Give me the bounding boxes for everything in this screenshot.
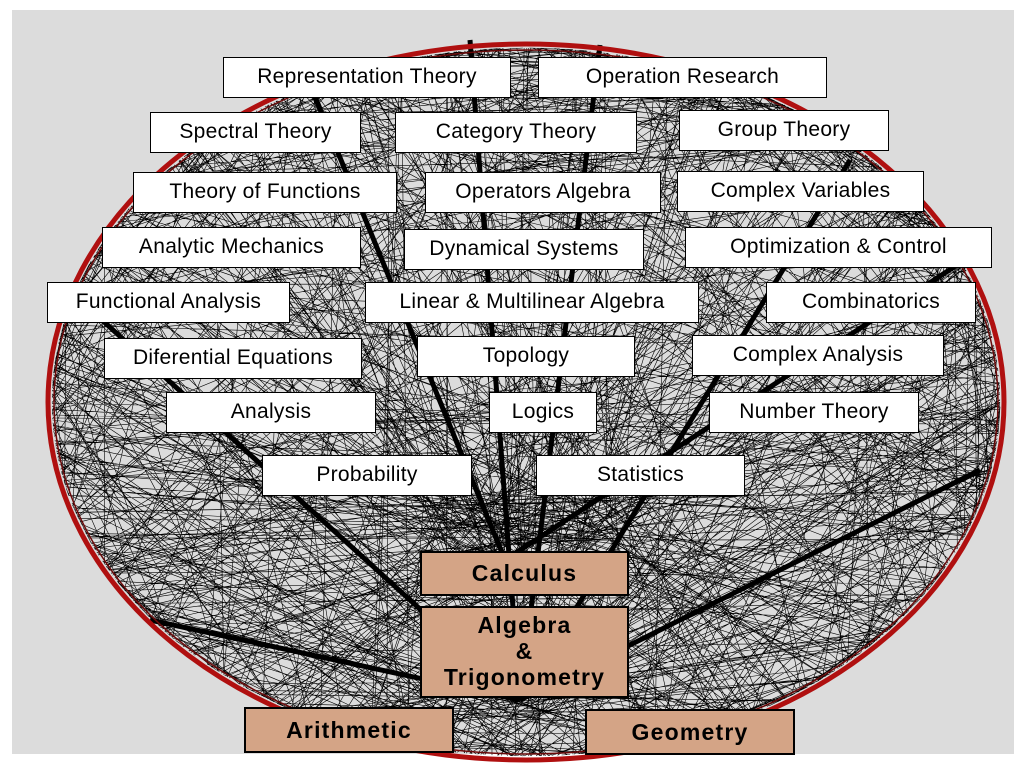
topic-logics: Logics — [489, 392, 597, 433]
topic-analytic-mechanics: Analytic Mechanics — [102, 227, 361, 268]
foundation-arithmetic: Arithmetic — [244, 707, 454, 753]
foundation-calculus: Calculus — [420, 551, 629, 596]
topic-group-theory: Group Theory — [679, 110, 889, 151]
algebra-label-line3: Trigonometry — [443, 663, 606, 690]
topic-functional-analysis: Functional Analysis — [47, 282, 290, 323]
node-ring-inner — [53, 49, 999, 755]
topic-complex-analysis: Complex Analysis — [692, 335, 944, 376]
foundation-geometry: Geometry — [585, 709, 795, 755]
topic-theory-of-functions: Theory of Functions — [133, 172, 397, 213]
topic-operation-research: Operation Research — [538, 57, 827, 98]
topic-probability: Probability — [262, 455, 472, 496]
node-ring — [45, 41, 1007, 763]
algebra-label-line2: & — [515, 638, 534, 665]
topic-number-theory: Number Theory — [709, 392, 919, 433]
topic-spectral-theory: Spectral Theory — [150, 112, 361, 153]
topic-analysis: Analysis — [166, 392, 376, 433]
topic-complex-variables: Complex Variables — [677, 171, 924, 212]
topic-topology: Topology — [417, 336, 635, 377]
topic-differential-equations: Diferential Equations — [104, 338, 362, 379]
topic-optimization-control: Optimization & Control — [685, 227, 992, 268]
foundation-algebra-trigonometry: Algebra & Trigonometry — [420, 606, 629, 698]
topic-dynamical-systems: Dynamical Systems — [404, 229, 644, 270]
topic-linear-multilinear-algebra: Linear & Multilinear Algebra — [365, 282, 699, 323]
topic-operators-algebra: Operators Algebra — [425, 172, 661, 213]
topic-combinatorics: Combinatorics — [766, 282, 976, 323]
topic-category-theory: Category Theory — [395, 112, 637, 153]
algebra-label-line1: Algebra — [477, 612, 572, 639]
topic-statistics: Statistics — [536, 455, 745, 496]
topic-representation-theory: Representation Theory — [223, 57, 511, 98]
